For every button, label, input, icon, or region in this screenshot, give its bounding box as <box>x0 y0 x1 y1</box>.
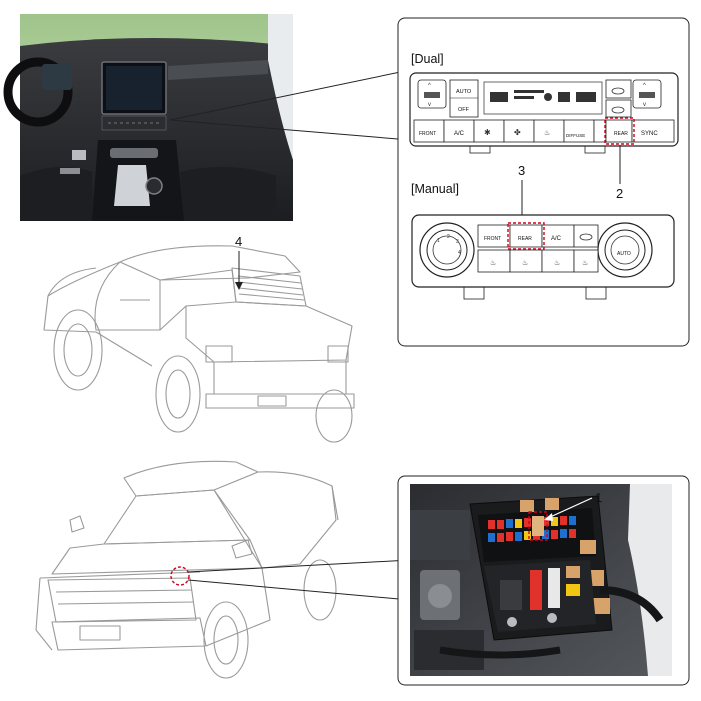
svg-text:✱: ✱ <box>484 128 491 137</box>
target-fuse <box>532 516 544 536</box>
dual-diffuse-button[interactable]: DIFFUSE <box>566 133 585 138</box>
svg-text:^: ^ <box>643 83 646 89</box>
fuse-box-location-marker <box>170 566 190 586</box>
svg-text:2: 2 <box>447 234 450 240</box>
dual-sync-button[interactable]: SYNC <box>641 131 658 137</box>
svg-text:^: ^ <box>428 83 431 89</box>
svg-text:3: 3 <box>456 239 459 245</box>
svg-text:♨: ♨ <box>544 129 550 137</box>
fuse-box-photo <box>410 484 672 676</box>
manual-rear-defrost-button[interactable]: REAR <box>518 236 532 242</box>
svg-text:✤: ✤ <box>514 128 521 137</box>
callout-2: 2 <box>616 186 623 201</box>
manual-ac-button[interactable]: A/C <box>551 236 562 242</box>
svg-text:4: 4 <box>458 250 461 256</box>
svg-text:♨: ♨ <box>554 259 560 267</box>
dual-ac-button[interactable]: A/C <box>454 131 465 137</box>
target-fuse-highlight <box>528 511 548 541</box>
interior-leader-lines <box>169 69 411 141</box>
truck-front-view <box>35 460 339 679</box>
interior-photo <box>3 14 293 221</box>
dual-rear-highlight <box>604 117 635 145</box>
manual-front-defrost-button[interactable]: FRONT <box>484 236 501 242</box>
truck-rear-view <box>43 245 355 443</box>
callout-1-arrowhead <box>544 513 553 521</box>
svg-text:v: v <box>643 102 646 108</box>
dual-off-button[interactable]: OFF <box>458 107 470 113</box>
dual-climate-panel: ^ v ^ v AUTO OFF <box>409 72 679 154</box>
callout-1: 1 <box>595 490 602 505</box>
manual-label: [Manual] <box>411 182 459 196</box>
dual-front-defrost-button[interactable]: FRONT <box>419 131 436 137</box>
callout-3: 3 <box>518 163 525 178</box>
callout-1-leader <box>547 497 593 519</box>
svg-text:1: 1 <box>437 238 440 244</box>
svg-text:v: v <box>428 102 431 108</box>
callout-4-arrowhead <box>235 282 243 290</box>
svg-text:♨: ♨ <box>582 259 588 267</box>
svg-text:♨: ♨ <box>490 259 496 267</box>
manual-rear-highlight <box>507 222 545 250</box>
fuse-grid-top <box>488 516 576 542</box>
dual-auto-button[interactable]: AUTO <box>456 89 472 95</box>
dual-rear-defrost-button[interactable]: REAR <box>614 131 628 137</box>
callout-4: 4 <box>235 234 242 249</box>
dual-label: [Dual] <box>411 52 444 66</box>
manual-climate-panel: 1 2 3 4 AUTO FRONT REAR A/C ♨ ♨ ♨ ♨ <box>411 214 675 300</box>
fuse-leader-lines <box>187 559 411 601</box>
manual-auto-label: AUTO <box>617 251 631 257</box>
svg-text:♨: ♨ <box>522 259 528 267</box>
